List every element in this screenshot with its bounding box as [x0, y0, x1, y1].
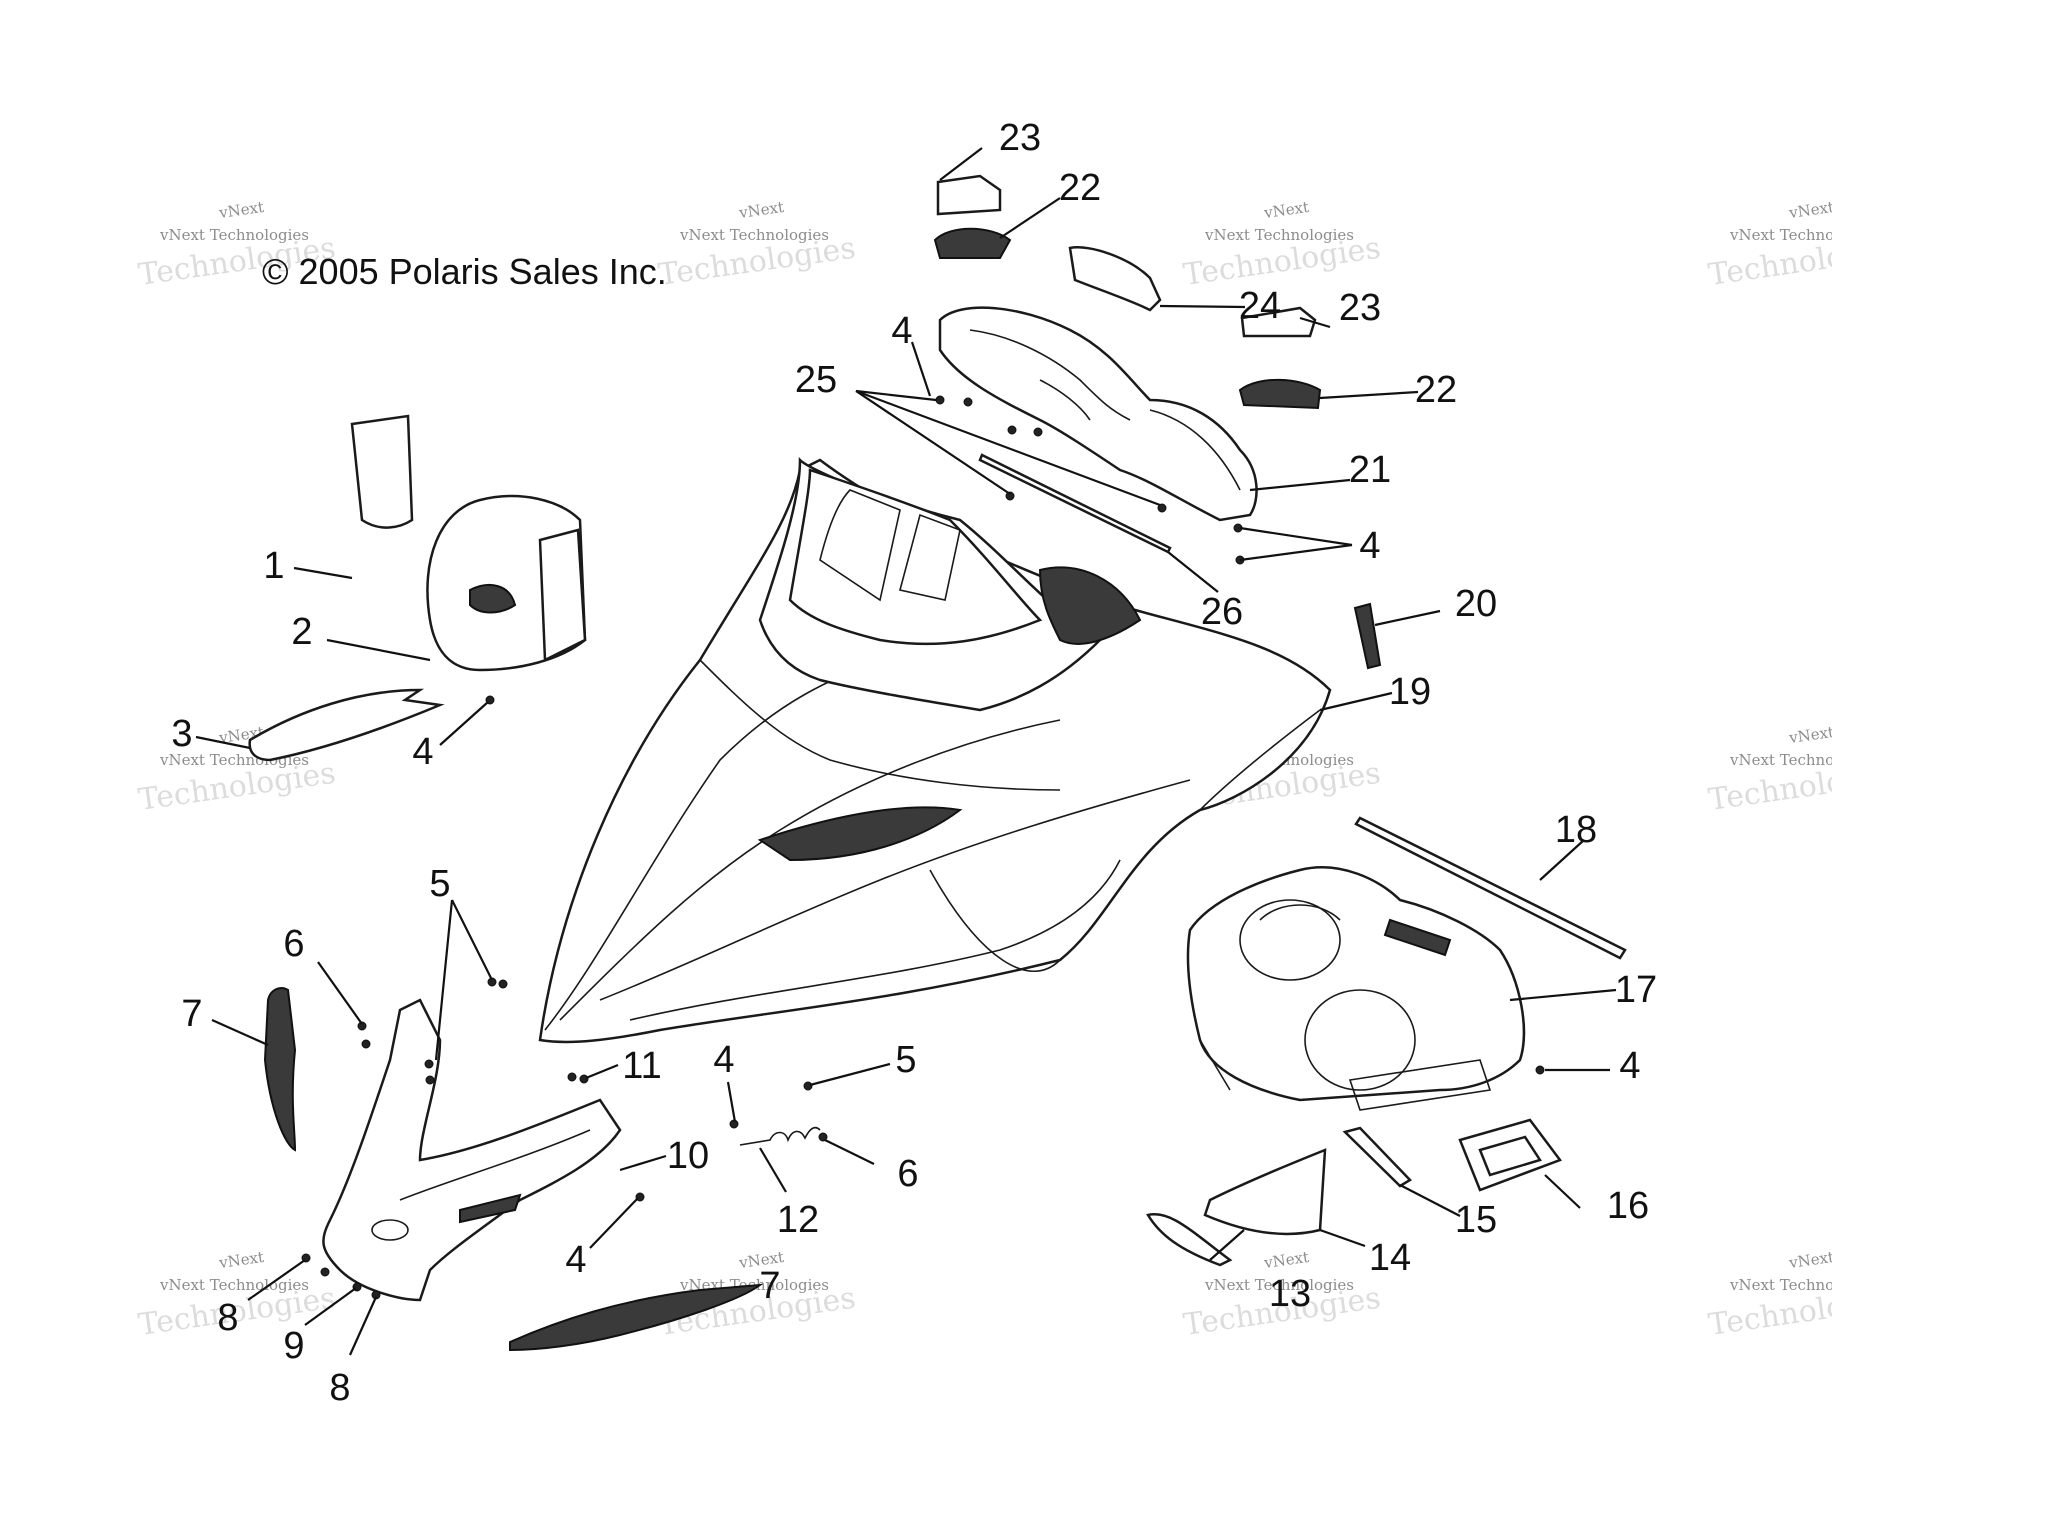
watermark-line-1: vNext [737, 198, 785, 222]
part-24-gauge [1068, 246, 1162, 312]
callout-5-center: 5 [895, 1039, 916, 1081]
callout-2: 2 [291, 611, 312, 653]
part-2-mirror [426, 494, 587, 672]
part-15-decal [1342, 1126, 1412, 1188]
part-13-decal [1146, 1212, 1233, 1267]
watermark-line-2: vNext Technologies [1204, 226, 1354, 244]
callout-22-right: 22 [1415, 369, 1457, 411]
callout-7-bottom: 7 [759, 1265, 780, 1307]
watermark-line-1: vNext [217, 198, 265, 222]
callout-26: 26 [1201, 591, 1243, 633]
callout-18: 18 [1555, 809, 1597, 851]
windshield-area [758, 456, 1142, 712]
hardware-fasteners [301, 395, 1545, 1300]
callout-4-bottom: 4 [565, 1239, 586, 1281]
watermark-line-1: vNext [1262, 198, 1310, 222]
part-3-seal [248, 688, 445, 762]
callout-3: 3 [171, 713, 192, 755]
callout-8-left: 8 [217, 1297, 238, 1339]
part-22-top-bracket [933, 227, 1012, 259]
part-12-spring [739, 1126, 821, 1146]
callout-4-left: 4 [412, 731, 433, 773]
callout-23-right: 23 [1339, 287, 1381, 329]
hood-part-19 [538, 458, 1332, 1044]
part-14-decal [1203, 1148, 1327, 1236]
callout-23-top: 23 [999, 117, 1041, 159]
callout-8-right: 8 [329, 1367, 350, 1409]
callout-13: 13 [1269, 1273, 1311, 1315]
copyright-text: © 2005 Polaris Sales Inc. [262, 251, 667, 292]
watermark-line-2: vNext Technologies [1729, 226, 1879, 244]
callout-7-left: 7 [181, 993, 202, 1035]
callout-12: 12 [777, 1199, 819, 1241]
watermark-line-2: vNext Technologies [679, 226, 829, 244]
callout-11: 11 [622, 1045, 661, 1087]
part-23-top-pad [936, 174, 1002, 216]
watermark-line-1: vNext [1787, 723, 1835, 747]
part-23-right-pad [1240, 306, 1317, 338]
callout-9: 9 [283, 1325, 304, 1367]
callout-10: 10 [667, 1135, 709, 1177]
callout-24: 24 [1239, 285, 1281, 327]
part-21-console [938, 306, 1258, 522]
watermark-line-1: vNext [217, 1248, 265, 1272]
part-20-vent [1353, 602, 1382, 670]
watermark-line-2: vNext Technologies [1204, 1276, 1354, 1294]
part-17-airbox [1186, 866, 1526, 1111]
part-10-nose [322, 998, 622, 1302]
part-18-strip [1354, 816, 1627, 960]
callout-15: 15 [1455, 1199, 1497, 1241]
watermark-line-2: vNext Technologies [1729, 751, 1879, 769]
callout-labels: 23 22 24 23 22 4 25 21 4 26 20 19 1 2 3 … [171, 117, 1657, 1409]
part-1-plate [350, 414, 414, 529]
watermark-line-2: vNext Technologies [1729, 1276, 1879, 1294]
leader-lines [195, 147, 1617, 1356]
watermark-line-1: vNext [1787, 198, 1835, 222]
callout-20: 20 [1455, 583, 1497, 625]
callout-6-left: 6 [283, 923, 304, 965]
callout-4-airbox: 4 [1619, 1045, 1640, 1087]
callout-22-top: 22 [1059, 167, 1101, 209]
callout-6-center: 6 [897, 1153, 918, 1195]
callout-4-right-top: 4 [1359, 525, 1380, 567]
callout-5-left: 5 [429, 863, 450, 905]
callout-4-center: 4 [713, 1039, 734, 1081]
part-7-left-vent [263, 987, 297, 1152]
watermark-line-2: vNext Technologies [159, 1276, 309, 1294]
part-7-bottom-vent [509, 1283, 764, 1352]
watermark-line-1: vNext [1262, 1248, 1310, 1272]
callout-17: 17 [1615, 969, 1657, 1011]
callout-19: 19 [1389, 671, 1431, 713]
part-16-filter [1458, 1118, 1563, 1192]
callout-25: 25 [795, 359, 837, 401]
watermark-line-1: vNext [1787, 1248, 1835, 1272]
watermark-line-2: vNext Technologies [159, 226, 309, 244]
callout-21: 21 [1349, 449, 1391, 491]
callout-4-console: 4 [891, 310, 912, 352]
callout-16: 16 [1607, 1185, 1649, 1227]
part-22-right-bracket [1238, 378, 1322, 410]
callout-14: 14 [1369, 1237, 1411, 1279]
callout-1: 1 [263, 545, 284, 587]
